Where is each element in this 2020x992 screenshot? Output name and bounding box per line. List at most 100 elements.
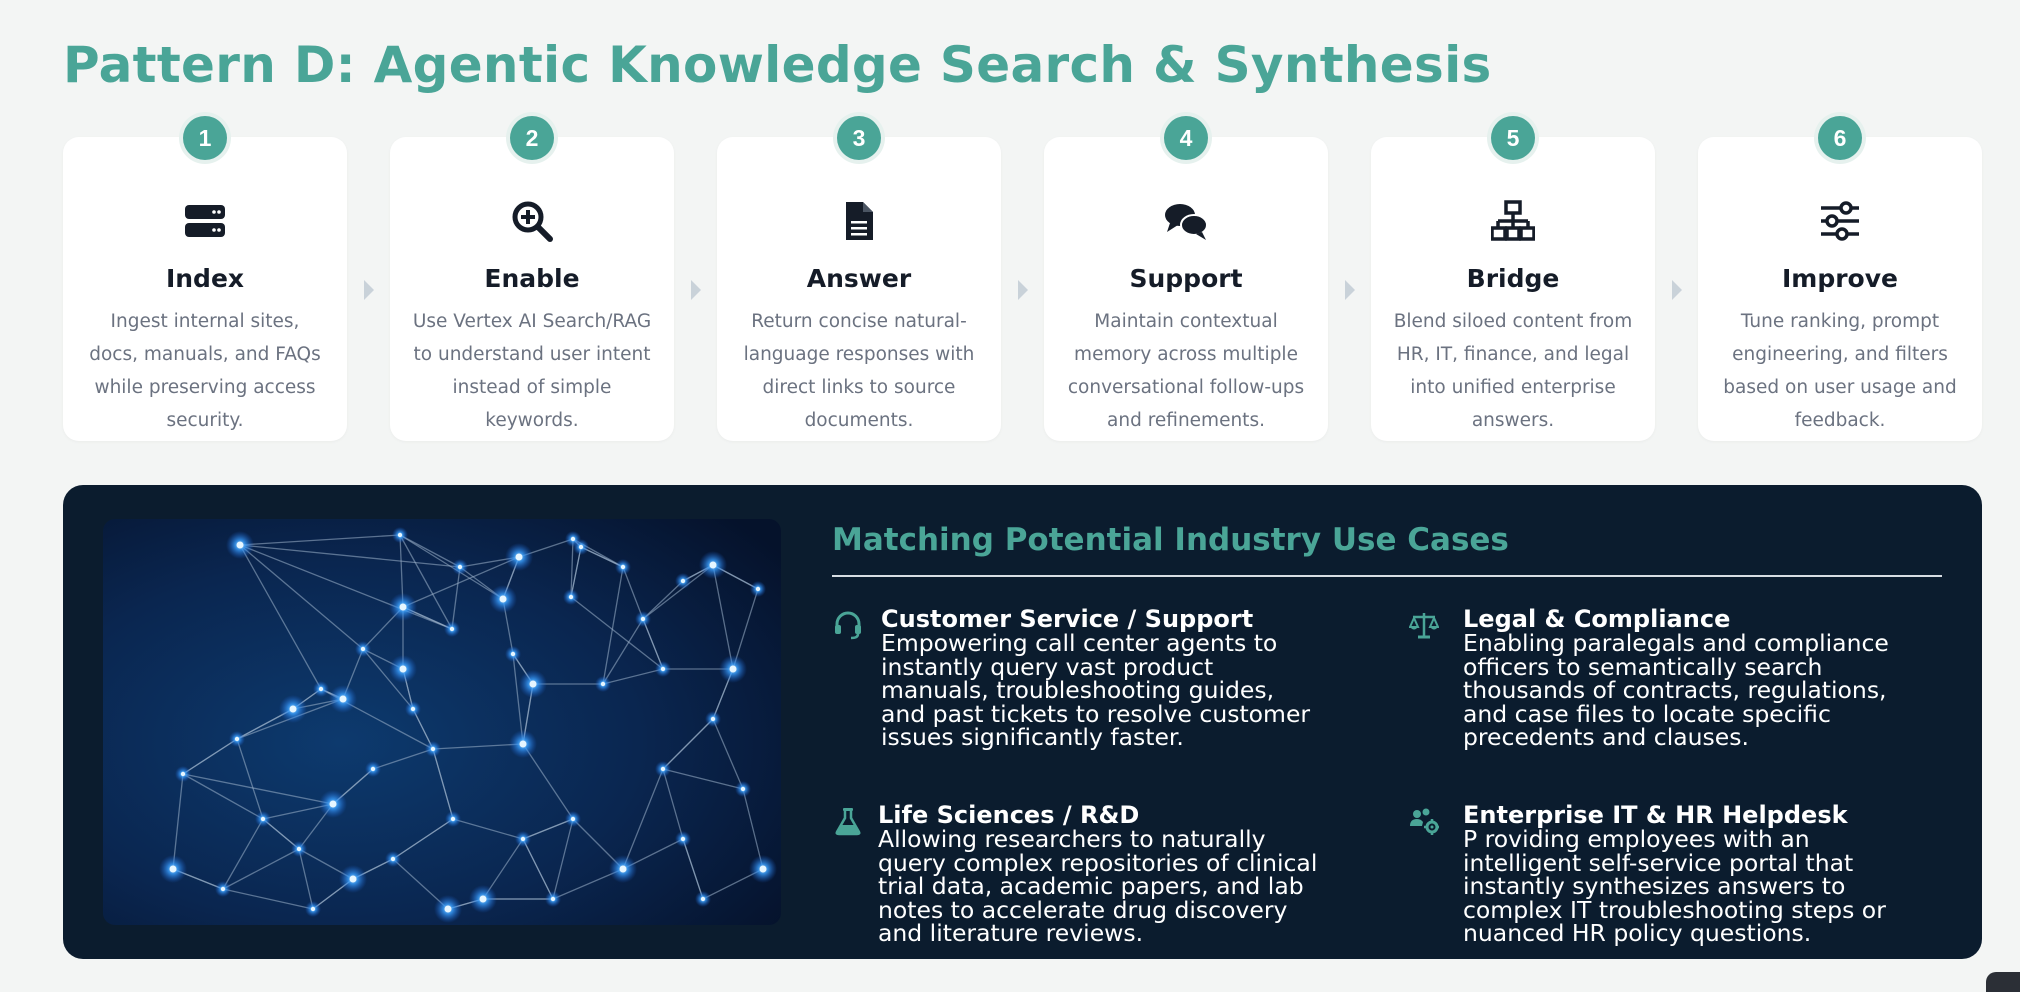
network-node <box>519 740 527 748</box>
network-node <box>755 586 761 592</box>
network-node <box>349 875 357 883</box>
step-description: Ingest internal sites, docs, manuals, an… <box>89 311 321 431</box>
step-title: Bridge <box>1466 264 1560 293</box>
network-link <box>222 818 264 890</box>
chat-bubbles-icon <box>1164 199 1208 243</box>
step-card-answer: 3 Answer Return concise natural-language… <box>717 116 1001 441</box>
scale-icon <box>1409 610 1439 640</box>
network-node <box>700 896 706 902</box>
network-node <box>619 865 627 873</box>
network-node <box>499 595 507 603</box>
network-node <box>390 856 396 862</box>
step-card-enable: 2 Enable Use Vertex AI Search/RAG to und… <box>390 116 674 441</box>
network-link <box>682 838 704 900</box>
network-link <box>712 718 744 790</box>
server-icon <box>183 199 227 243</box>
network-node <box>660 766 666 772</box>
network-node <box>680 578 686 584</box>
sliders-icon <box>1818 199 1862 243</box>
network-node <box>296 846 302 852</box>
step-number: 2 <box>510 116 554 160</box>
network-node <box>680 836 686 842</box>
network-link <box>239 544 364 650</box>
step-description: Maintain contextual memory across multip… <box>1067 311 1305 431</box>
use-case-description: Empowering call center agents to instant… <box>881 629 1311 751</box>
network-link <box>452 818 524 840</box>
network-link <box>222 848 300 890</box>
network-link <box>570 596 664 670</box>
network-link <box>522 818 574 840</box>
network-node <box>318 686 324 692</box>
network-node <box>620 564 626 570</box>
step-number: 1 <box>183 116 227 160</box>
network-node <box>236 541 244 549</box>
network-link <box>570 546 582 598</box>
step-title: Index <box>165 264 245 293</box>
network-node <box>220 886 226 892</box>
step-arrow <box>364 280 374 300</box>
step-arrow <box>691 280 701 300</box>
network-link <box>570 538 574 598</box>
network-link <box>362 648 414 710</box>
network-link <box>522 838 554 900</box>
step-title: Answer <box>806 264 912 293</box>
network-node <box>399 603 407 611</box>
network-node <box>180 771 186 777</box>
use-case-title: Life Sciences / R&D <box>878 801 1140 829</box>
network-node <box>709 561 717 569</box>
use-case-title: Customer Service / Support <box>881 605 1254 633</box>
network-node <box>660 666 666 672</box>
network-node <box>399 665 407 673</box>
network-node <box>169 865 177 873</box>
process-steps: 1 Index Ingest internal sites, docs, man… <box>63 116 1982 442</box>
search-plus-icon <box>510 199 554 243</box>
network-node <box>600 681 606 687</box>
network-link <box>222 888 314 910</box>
network-link <box>552 818 574 900</box>
step-description: Blend siloed content from HR, IT, financ… <box>1393 311 1633 431</box>
network-node <box>529 680 537 688</box>
network-link <box>182 738 238 775</box>
divider <box>832 575 1942 577</box>
step-arrow <box>1018 280 1028 300</box>
network-link <box>662 768 744 790</box>
network-node <box>234 736 240 742</box>
corner-control[interactable] <box>1986 972 2020 992</box>
flask-icon <box>833 806 863 836</box>
network-node <box>360 646 366 652</box>
step-number: 3 <box>837 116 881 160</box>
network-link <box>451 566 461 630</box>
use-case-title: Legal & Compliance <box>1463 605 1731 633</box>
network-node <box>260 816 266 822</box>
network-node <box>759 865 767 873</box>
network-link <box>298 848 314 910</box>
step-arrow <box>1345 280 1355 300</box>
network-link <box>392 818 454 860</box>
network-link <box>642 580 684 620</box>
network-node <box>640 616 646 622</box>
network-link <box>432 743 524 750</box>
network-link <box>182 773 334 805</box>
step-title: Improve <box>1781 264 1898 293</box>
network-node <box>329 800 337 808</box>
network-link <box>372 748 434 770</box>
network-link <box>172 773 184 870</box>
step-description: Use Vertex AI Search/RAG to understand u… <box>412 311 652 431</box>
network-link <box>236 738 264 820</box>
step-number: 4 <box>1164 116 1208 160</box>
step-card-support: 4 Support Maintain contextual memory acr… <box>1044 116 1328 441</box>
network-node <box>510 651 516 657</box>
network-node <box>479 895 487 903</box>
network-node <box>570 536 576 542</box>
page-title: Pattern D: Agentic Knowledge Search & Sy… <box>63 36 1492 94</box>
network-link <box>642 564 714 620</box>
step-title: Enable <box>484 264 580 293</box>
network-node <box>430 746 436 752</box>
use-cases-panel: Matching Potential Industry Use Cases Cu… <box>63 485 1982 959</box>
network-node <box>568 594 574 600</box>
network-link <box>602 668 664 685</box>
network-link <box>622 566 644 620</box>
network-node <box>550 896 556 902</box>
network-node <box>457 564 463 570</box>
network-node <box>370 766 376 772</box>
